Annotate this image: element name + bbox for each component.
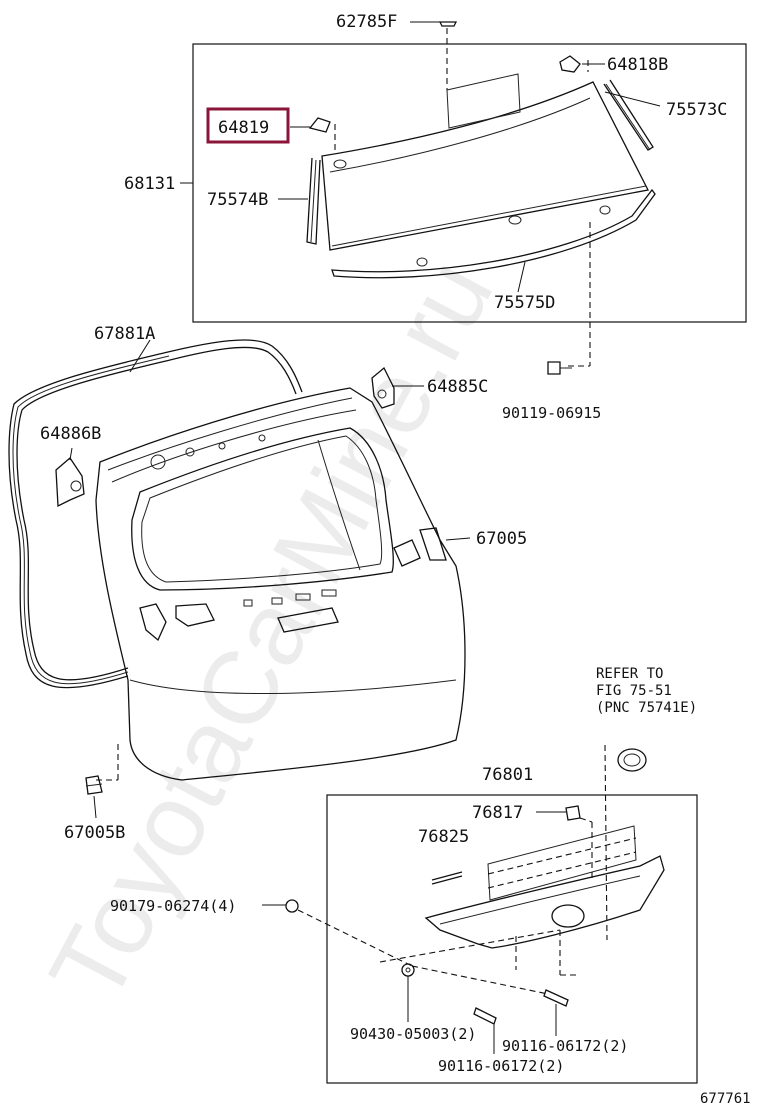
screw-90116-06172-b <box>473 1007 497 1025</box>
hinge-64885C <box>371 366 395 409</box>
callout-90116-06172-b[interactable]: 90116-06172(2) <box>438 1057 564 1075</box>
refer-note-line3: (PNC 75741E) <box>596 700 697 716</box>
callout-76825[interactable]: 76825 <box>418 827 469 847</box>
glass-clip <box>599 205 611 215</box>
callout-76801[interactable]: 76801 <box>482 765 533 785</box>
bumper-64819 <box>308 117 331 133</box>
molding-75575D <box>331 188 656 279</box>
refer-note-line2: FIG 75-51 <box>596 683 672 699</box>
emblem-75741E <box>617 748 647 772</box>
part-76825 <box>431 871 463 885</box>
callout-67881A[interactable]: 67881A <box>94 324 155 344</box>
callout-64885C[interactable]: 64885C <box>427 377 488 397</box>
callout-90116-06172-a[interactable]: 90116-06172(2) <box>502 1037 628 1055</box>
clip-62785F <box>438 21 458 27</box>
glass-clip <box>416 257 428 267</box>
nut-90179-06274 <box>285 899 299 913</box>
highlight-box-64819 <box>206 107 290 144</box>
callout-62785F[interactable]: 62785F <box>336 12 397 32</box>
stopper-64818B <box>559 55 581 73</box>
callout-75575D[interactable]: 75575D <box>494 293 555 313</box>
watermark-text: ToyotaCarMine.ru <box>28 242 516 1021</box>
callout-75574B[interactable]: 75574B <box>207 190 268 210</box>
garnish-76801 <box>424 825 665 949</box>
figure-number: 677761 <box>700 1091 751 1107</box>
refer-note-line1: REFER TO <box>596 666 663 682</box>
callout-67005[interactable]: 67005 <box>476 529 527 549</box>
weatherstrip-67881A <box>8 339 303 689</box>
molding-75574B <box>306 157 321 245</box>
callout-67005B[interactable]: 67005B <box>64 823 125 843</box>
callout-68131[interactable]: 68131 <box>124 174 175 194</box>
clip-76817 <box>565 805 581 821</box>
callout-75573C[interactable]: 75573C <box>666 100 727 120</box>
molding-75573C <box>603 79 654 151</box>
callout-90179-06274[interactable]: 90179-06274(4) <box>110 897 236 915</box>
cushion-67005B <box>85 775 103 795</box>
back-window-glass <box>321 73 649 251</box>
callout-64818B[interactable]: 64818B <box>607 55 668 75</box>
callout-90430-05003[interactable]: 90430-05003(2) <box>350 1025 476 1043</box>
callout-90119-06915[interactable]: 90119-06915 <box>502 404 601 422</box>
back-door-panel-67005 <box>95 387 466 781</box>
screw-90116-06172-a <box>543 989 569 1007</box>
callout-64819[interactable]: 64819 <box>218 118 269 138</box>
glass-clip <box>508 215 522 225</box>
glass-clip <box>333 159 347 169</box>
garnish-group-box <box>326 794 698 1084</box>
hinge-64886B <box>55 457 85 508</box>
bolt-90119-06915 <box>547 361 572 375</box>
callout-64886B[interactable]: 64886B <box>40 424 101 444</box>
callout-76817[interactable]: 76817 <box>472 803 523 823</box>
